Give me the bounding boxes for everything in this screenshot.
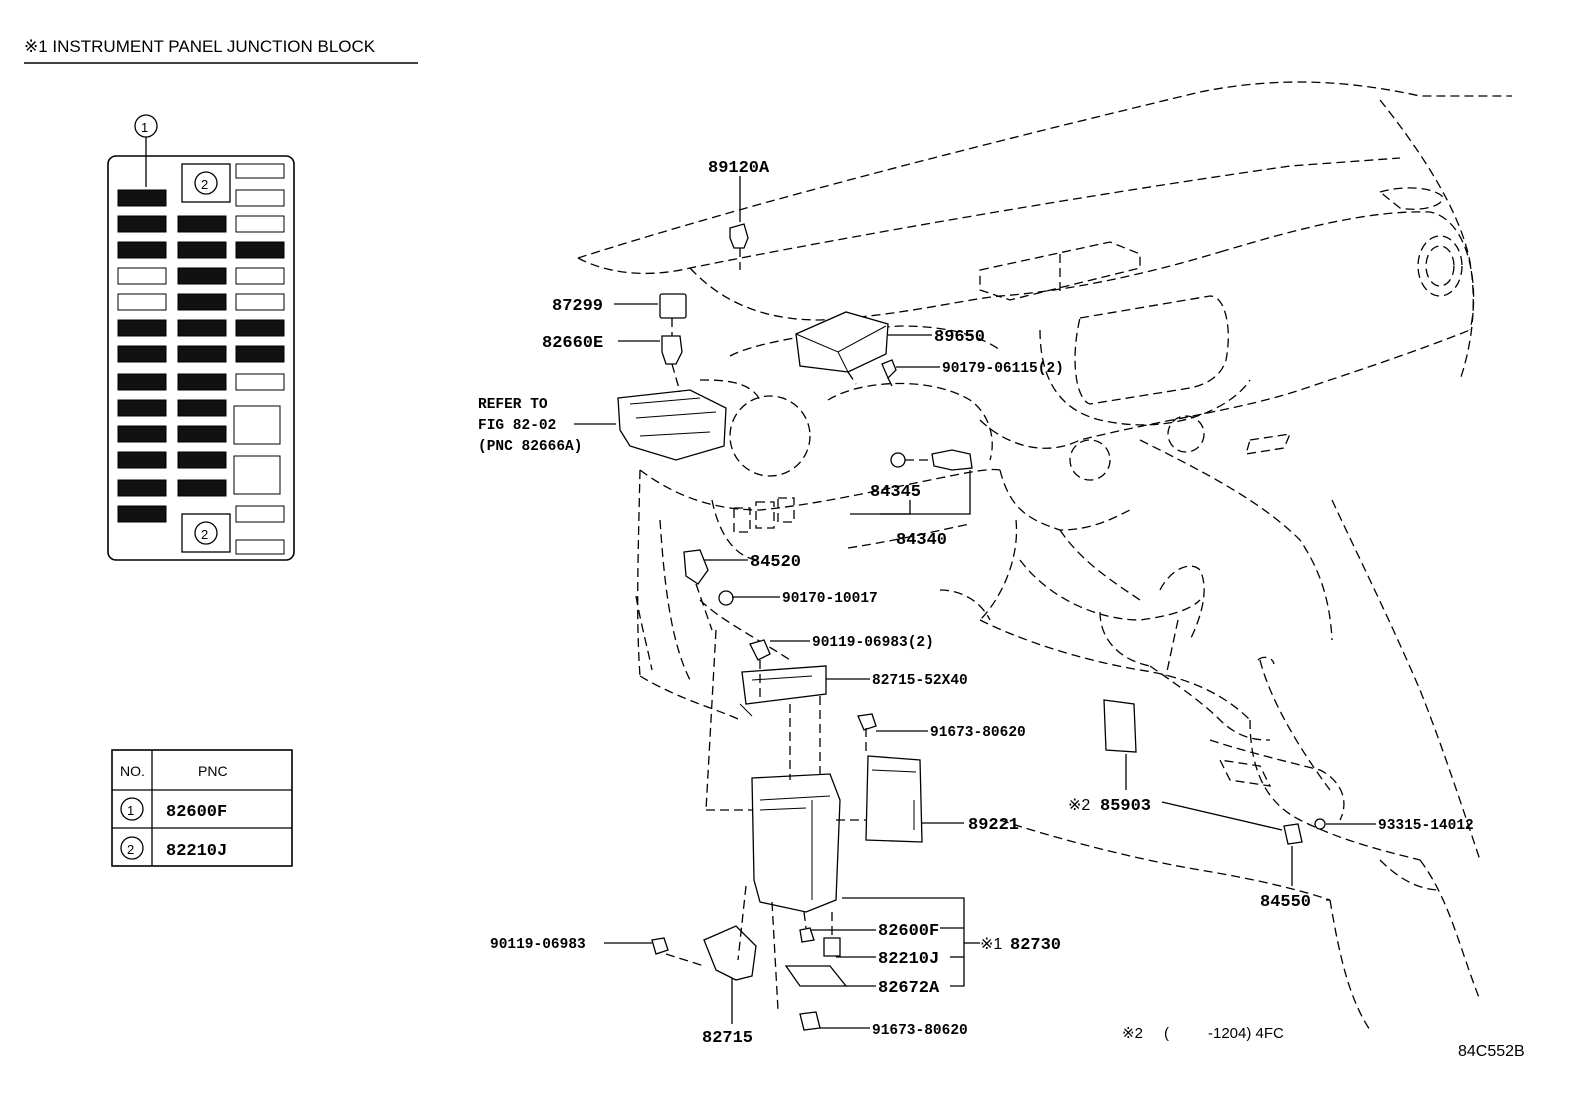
fuse-slot-empty — [235, 189, 285, 207]
label-refer-line3: (PNC 82666A) — [478, 439, 582, 455]
label-90119-06983: 90119-06983 — [490, 937, 586, 953]
fuse-grid — [117, 163, 285, 555]
fuse-slot-filled — [117, 479, 167, 497]
fuse-slot-filled — [177, 293, 227, 311]
fuse-slot-filled — [177, 215, 227, 233]
fuse-slot-filled — [177, 399, 227, 417]
fuse-slot-filled — [117, 241, 167, 259]
fuse-slot-filled — [117, 425, 167, 443]
pnc-table: NO. PNC 1 82600F 2 82210J — [111, 749, 293, 867]
fuse-slot-filled — [177, 479, 227, 497]
fuse-slot-empty — [235, 163, 285, 179]
fuse-slot-empty — [117, 293, 167, 311]
label-90119-06983-2: 90119-06983(2) — [812, 635, 934, 651]
label-82600F: 82600F — [878, 922, 939, 941]
fuse-slot-filled — [117, 451, 167, 469]
fuse-slot-filled — [117, 505, 167, 523]
fuse-slot-empty — [235, 293, 285, 311]
label-84550: 84550 — [1260, 893, 1311, 912]
fuse-slot-filled — [235, 345, 285, 363]
fuse-slot-filled — [235, 319, 285, 337]
label-91673-80620-bottom: 91673-80620 — [872, 1023, 968, 1039]
fuse-slot-filled — [177, 267, 227, 285]
part-shapes — [617, 223, 1326, 1031]
fuse-slot-empty — [235, 539, 285, 555]
leader-lines — [574, 176, 1376, 1029]
label-85903-mark: ※2 — [1068, 797, 1090, 814]
label-82715-52X40: 82715-52X40 — [872, 673, 968, 689]
callout-2-bottom-text: 2 — [201, 527, 208, 542]
footer-note-text: -1204) 4FC — [1208, 1025, 1284, 1042]
fuse-slot-filled — [177, 425, 227, 443]
fuse-slot-filled — [117, 189, 167, 207]
callout-2-top-text: 2 — [201, 177, 208, 192]
footer-note-mark: ※2 — [1122, 1025, 1143, 1042]
dashed-connectors — [665, 248, 932, 1011]
figure-code: 84C552B — [1458, 1043, 1525, 1060]
label-90170-10017: 90170-10017 — [782, 591, 878, 607]
label-89221: 89221 — [968, 816, 1019, 835]
fuse-slot-filled — [117, 399, 167, 417]
label-93315-14012: 93315-14012 — [1378, 818, 1474, 834]
fuse-slot-filled — [117, 319, 167, 337]
fuse-slot-empty — [117, 267, 167, 285]
pnc-row-1-pnc: 82600F — [166, 803, 227, 822]
callout-2-bottom-circle — [194, 521, 218, 545]
label-82730-mark: ※1 — [980, 936, 1002, 953]
pnc-row-2-no: 2 — [127, 842, 134, 857]
label-91673-80620-top: 91673-80620 — [930, 725, 1026, 741]
fuse-slot-filled — [177, 373, 227, 391]
footer-note-paren: ( — [1164, 1025, 1169, 1042]
fuse-slot-filled — [117, 215, 167, 233]
label-82672A: 82672A — [878, 979, 940, 998]
pnc-row-1-no: 1 — [127, 803, 134, 818]
junction-block-layout: 1 2 2 — [107, 114, 295, 561]
label-90179-06115: 90179-06115(2) — [942, 361, 1064, 377]
fuse-slot-empty — [235, 505, 285, 523]
part-labels: 89120A 87299 82660E REFER TO FIG 82-02 (… — [478, 159, 1474, 1048]
label-refer-line2: FIG 82-02 — [478, 418, 556, 434]
fuse-slot-filled — [177, 345, 227, 363]
label-refer-line1: REFER TO — [478, 397, 548, 413]
label-87299: 87299 — [552, 297, 603, 316]
fuse-slot-filled — [177, 451, 227, 469]
label-89650: 89650 — [934, 328, 985, 347]
pnc-row-2-pnc: 82210J — [166, 842, 227, 861]
junction-block-title: ※1 INSTRUMENT PANEL JUNCTION BLOCK — [24, 37, 376, 56]
label-82730: 82730 — [1010, 936, 1061, 955]
callout-1-text: 1 — [141, 120, 148, 135]
fuse-slot-filled — [117, 373, 167, 391]
label-89120A: 89120A — [708, 159, 770, 178]
fuse-slot-empty — [235, 373, 285, 391]
fuse-slot-empty — [235, 267, 285, 285]
label-85903: 85903 — [1100, 797, 1151, 816]
label-82210J: 82210J — [878, 950, 939, 969]
label-84340: 84340 — [896, 531, 947, 550]
pnc-table-pnc-header: PNC — [198, 763, 228, 779]
pnc-table-no-header: NO. — [120, 763, 145, 779]
fuse-slot-filled — [177, 319, 227, 337]
fuse-slot-filled — [177, 241, 227, 259]
label-84345: 84345 — [870, 483, 921, 502]
label-82715: 82715 — [702, 1029, 753, 1048]
fuse-slot-filled — [117, 345, 167, 363]
label-84520: 84520 — [750, 553, 801, 572]
dashboard-outline — [577, 81, 1512, 1031]
label-82660E: 82660E — [542, 334, 603, 353]
fuse-slot-filled — [235, 241, 285, 259]
callout-2-top-circle — [194, 171, 218, 195]
fuse-slot-empty — [235, 215, 285, 233]
